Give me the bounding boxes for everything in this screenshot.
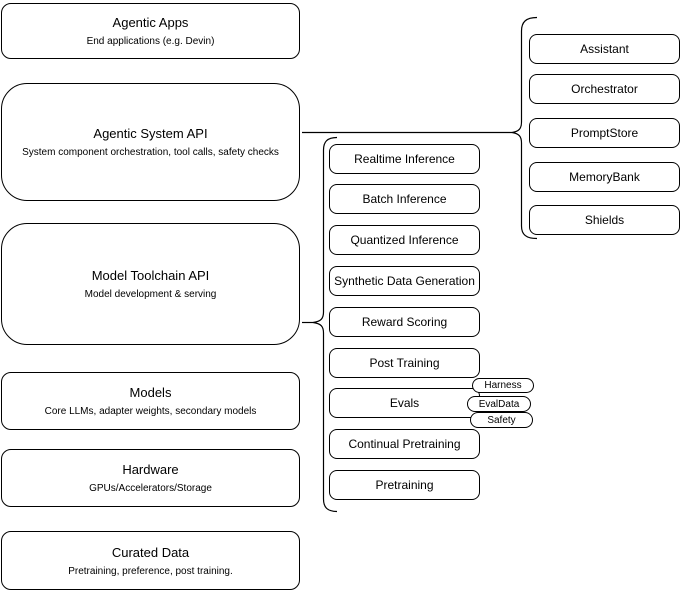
node-subtitle: Model development & serving bbox=[84, 289, 217, 300]
node-agentic-apps: Agentic Apps End applications (e.g. Devi… bbox=[1, 3, 300, 59]
node-title: Agentic Apps bbox=[112, 15, 189, 30]
system-components-brace bbox=[511, 16, 538, 240]
node-subtitle: Core LLMs, adapter weights, secondary mo… bbox=[44, 406, 257, 417]
node-model-toolchain-api: Model Toolchain API Model development & … bbox=[1, 223, 300, 345]
node-label: Pretraining bbox=[375, 478, 434, 492]
node-realtime-inference: Realtime Inference bbox=[329, 144, 480, 174]
node-curated-data: Curated Data Pretraining, preference, po… bbox=[1, 531, 300, 590]
node-label: Batch Inference bbox=[362, 192, 447, 206]
node-label: MemoryBank bbox=[569, 170, 640, 184]
node-orchestrator: Orchestrator bbox=[529, 74, 680, 104]
node-label: Shields bbox=[584, 213, 625, 227]
pill-evaldata: EvalData bbox=[467, 396, 531, 412]
node-subtitle: GPUs/Accelerators/Storage bbox=[89, 483, 212, 494]
node-agentic-system-api: Agentic System API System component orch… bbox=[1, 83, 300, 201]
node-label: Reward Scoring bbox=[361, 315, 448, 329]
node-subtitle: End applications (e.g. Devin) bbox=[86, 36, 215, 47]
node-quantized-inference: Quantized Inference bbox=[329, 225, 480, 255]
node-post-training: Post Training bbox=[329, 348, 480, 378]
node-evals: Evals bbox=[329, 388, 480, 418]
node-hardware: Hardware GPUs/Accelerators/Storage bbox=[1, 449, 300, 507]
node-title: Model Toolchain API bbox=[91, 268, 210, 283]
pill-label: Safety bbox=[487, 414, 516, 426]
node-shields: Shields bbox=[529, 205, 680, 235]
node-label: Continual Pretraining bbox=[348, 437, 461, 451]
pill-label: EvalData bbox=[478, 398, 520, 410]
node-pretraining: Pretraining bbox=[329, 470, 480, 500]
node-title: Hardware bbox=[122, 462, 179, 477]
node-label: Quantized Inference bbox=[350, 233, 459, 247]
node-title: Curated Data bbox=[111, 544, 190, 560]
node-reward-scoring: Reward Scoring bbox=[329, 307, 480, 337]
node-synthetic-data-generation: Synthetic Data Generation bbox=[329, 266, 480, 296]
node-label: Post Training bbox=[369, 356, 440, 370]
pill-label: Harness bbox=[484, 380, 522, 391]
node-subtitle: Pretraining, preference, post training. bbox=[68, 565, 233, 577]
node-batch-inference: Batch Inference bbox=[329, 184, 480, 214]
node-subtitle: System component orchestration, tool cal… bbox=[22, 147, 279, 158]
pill-safety: Safety bbox=[470, 412, 533, 428]
node-promptstore: PromptStore bbox=[529, 118, 680, 148]
node-continual-pretraining: Continual Pretraining bbox=[329, 429, 480, 459]
node-memorybank: MemoryBank bbox=[529, 162, 680, 192]
node-label: Realtime Inference bbox=[354, 152, 455, 166]
node-label: Assistant bbox=[580, 42, 629, 56]
node-label: Orchestrator bbox=[571, 82, 638, 96]
node-assistant: Assistant bbox=[529, 34, 680, 64]
node-models: Models Core LLMs, adapter weights, secon… bbox=[1, 372, 300, 430]
pill-harness: Harness bbox=[472, 378, 534, 393]
node-label: Synthetic Data Generation bbox=[334, 274, 475, 288]
node-label: PromptStore bbox=[570, 126, 639, 140]
node-title: Agentic System API bbox=[93, 126, 208, 141]
node-title: Models bbox=[129, 385, 172, 400]
node-label: Evals bbox=[389, 396, 420, 410]
